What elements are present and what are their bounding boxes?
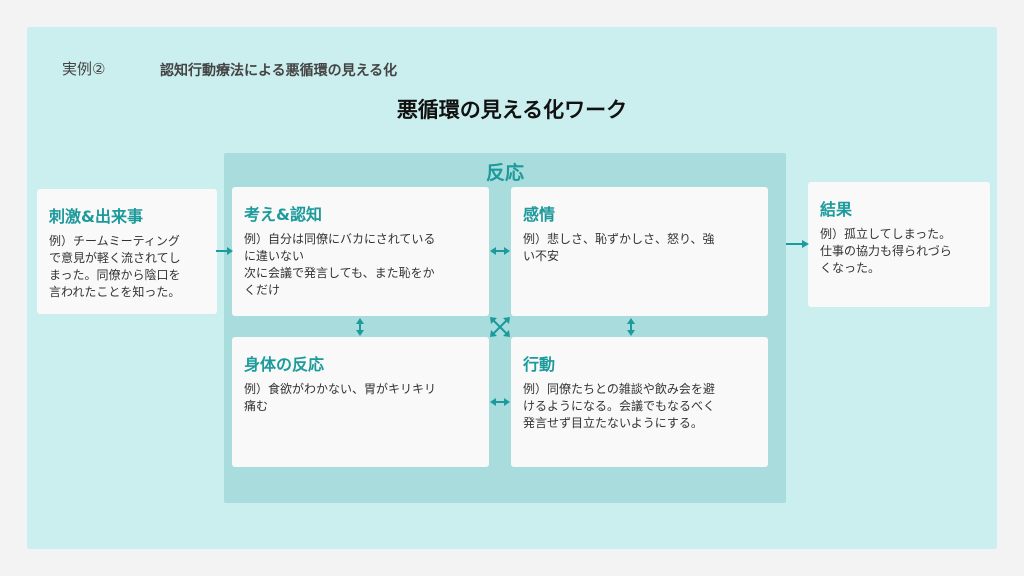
thoughts-emotions-double-arrow [490,247,510,255]
stimulus-text: 例）チームミーティング で意見が軽く流されてし まった。同僚から陰口を 言われた… [49,234,181,299]
emotions-title: 感情 [523,205,556,224]
emotions-card: 感情 例）悲しさ、恥ずかしさ、怒り、強 い不安 [511,187,768,316]
thoughts-text: 例）自分は同僚にバカにされている に違いない 次に会議で発言しても、また恥をか … [244,232,436,297]
thoughts-body-double-arrow [356,318,364,336]
body-behavior-double-arrow [490,398,510,406]
body-reaction-card: 身体の反応 例）食欲がわかない、胃がキリキリ 痛む [232,337,489,467]
result-title: 結果 [820,200,853,219]
behavior-text: 例）同僚たちとの雑談や飲み会を避 けるようになる。会議でもなるべく 発言せず目立… [523,382,716,430]
thoughts-title: 考え&認知 [244,205,322,224]
behavior-title: 行動 [523,355,556,374]
stimulus-to-thoughts-arrow [216,247,233,255]
reaction-title: 反応 [485,162,524,184]
thoughts-card: 考え&認知 例）自分は同僚にバカにされている に違いない 次に会議で発言しても、… [232,187,489,316]
result-card: 結果 例）孤立してしまった。 仕事の協力も得られづら くなった。 [808,182,990,307]
subtitle: 認知行動療法による悪循環の見える化 [160,63,398,79]
behavior-card: 行動 例）同僚たちとの雑談や飲み会を避 けるようになる。会議でもなるべく 発言せ… [511,337,768,467]
page-title: 悪循環の見える化ワーク [396,98,628,122]
emotions-behavior-double-arrow [627,318,635,336]
cross-arrows-icon [490,317,510,337]
stimulus-title: 刺激&出来事 [49,207,143,226]
reaction-to-result-arrow [786,240,809,248]
body-reaction-text: 例）食欲がわかない、胃がキリキリ 痛む [244,382,437,413]
result-text: 例）孤立してしまった。 仕事の協力も得られづら くなった。 [820,227,952,275]
body-reaction-title: 身体の反応 [244,355,325,374]
example-label: 実例② [62,60,106,78]
emotions-text: 例）悲しさ、恥ずかしさ、怒り、強 い不安 [523,232,715,263]
stimulus-card: 刺激&出来事 例）チームミーティング で意見が軽く流されてし まった。同僚から陰… [37,189,217,314]
